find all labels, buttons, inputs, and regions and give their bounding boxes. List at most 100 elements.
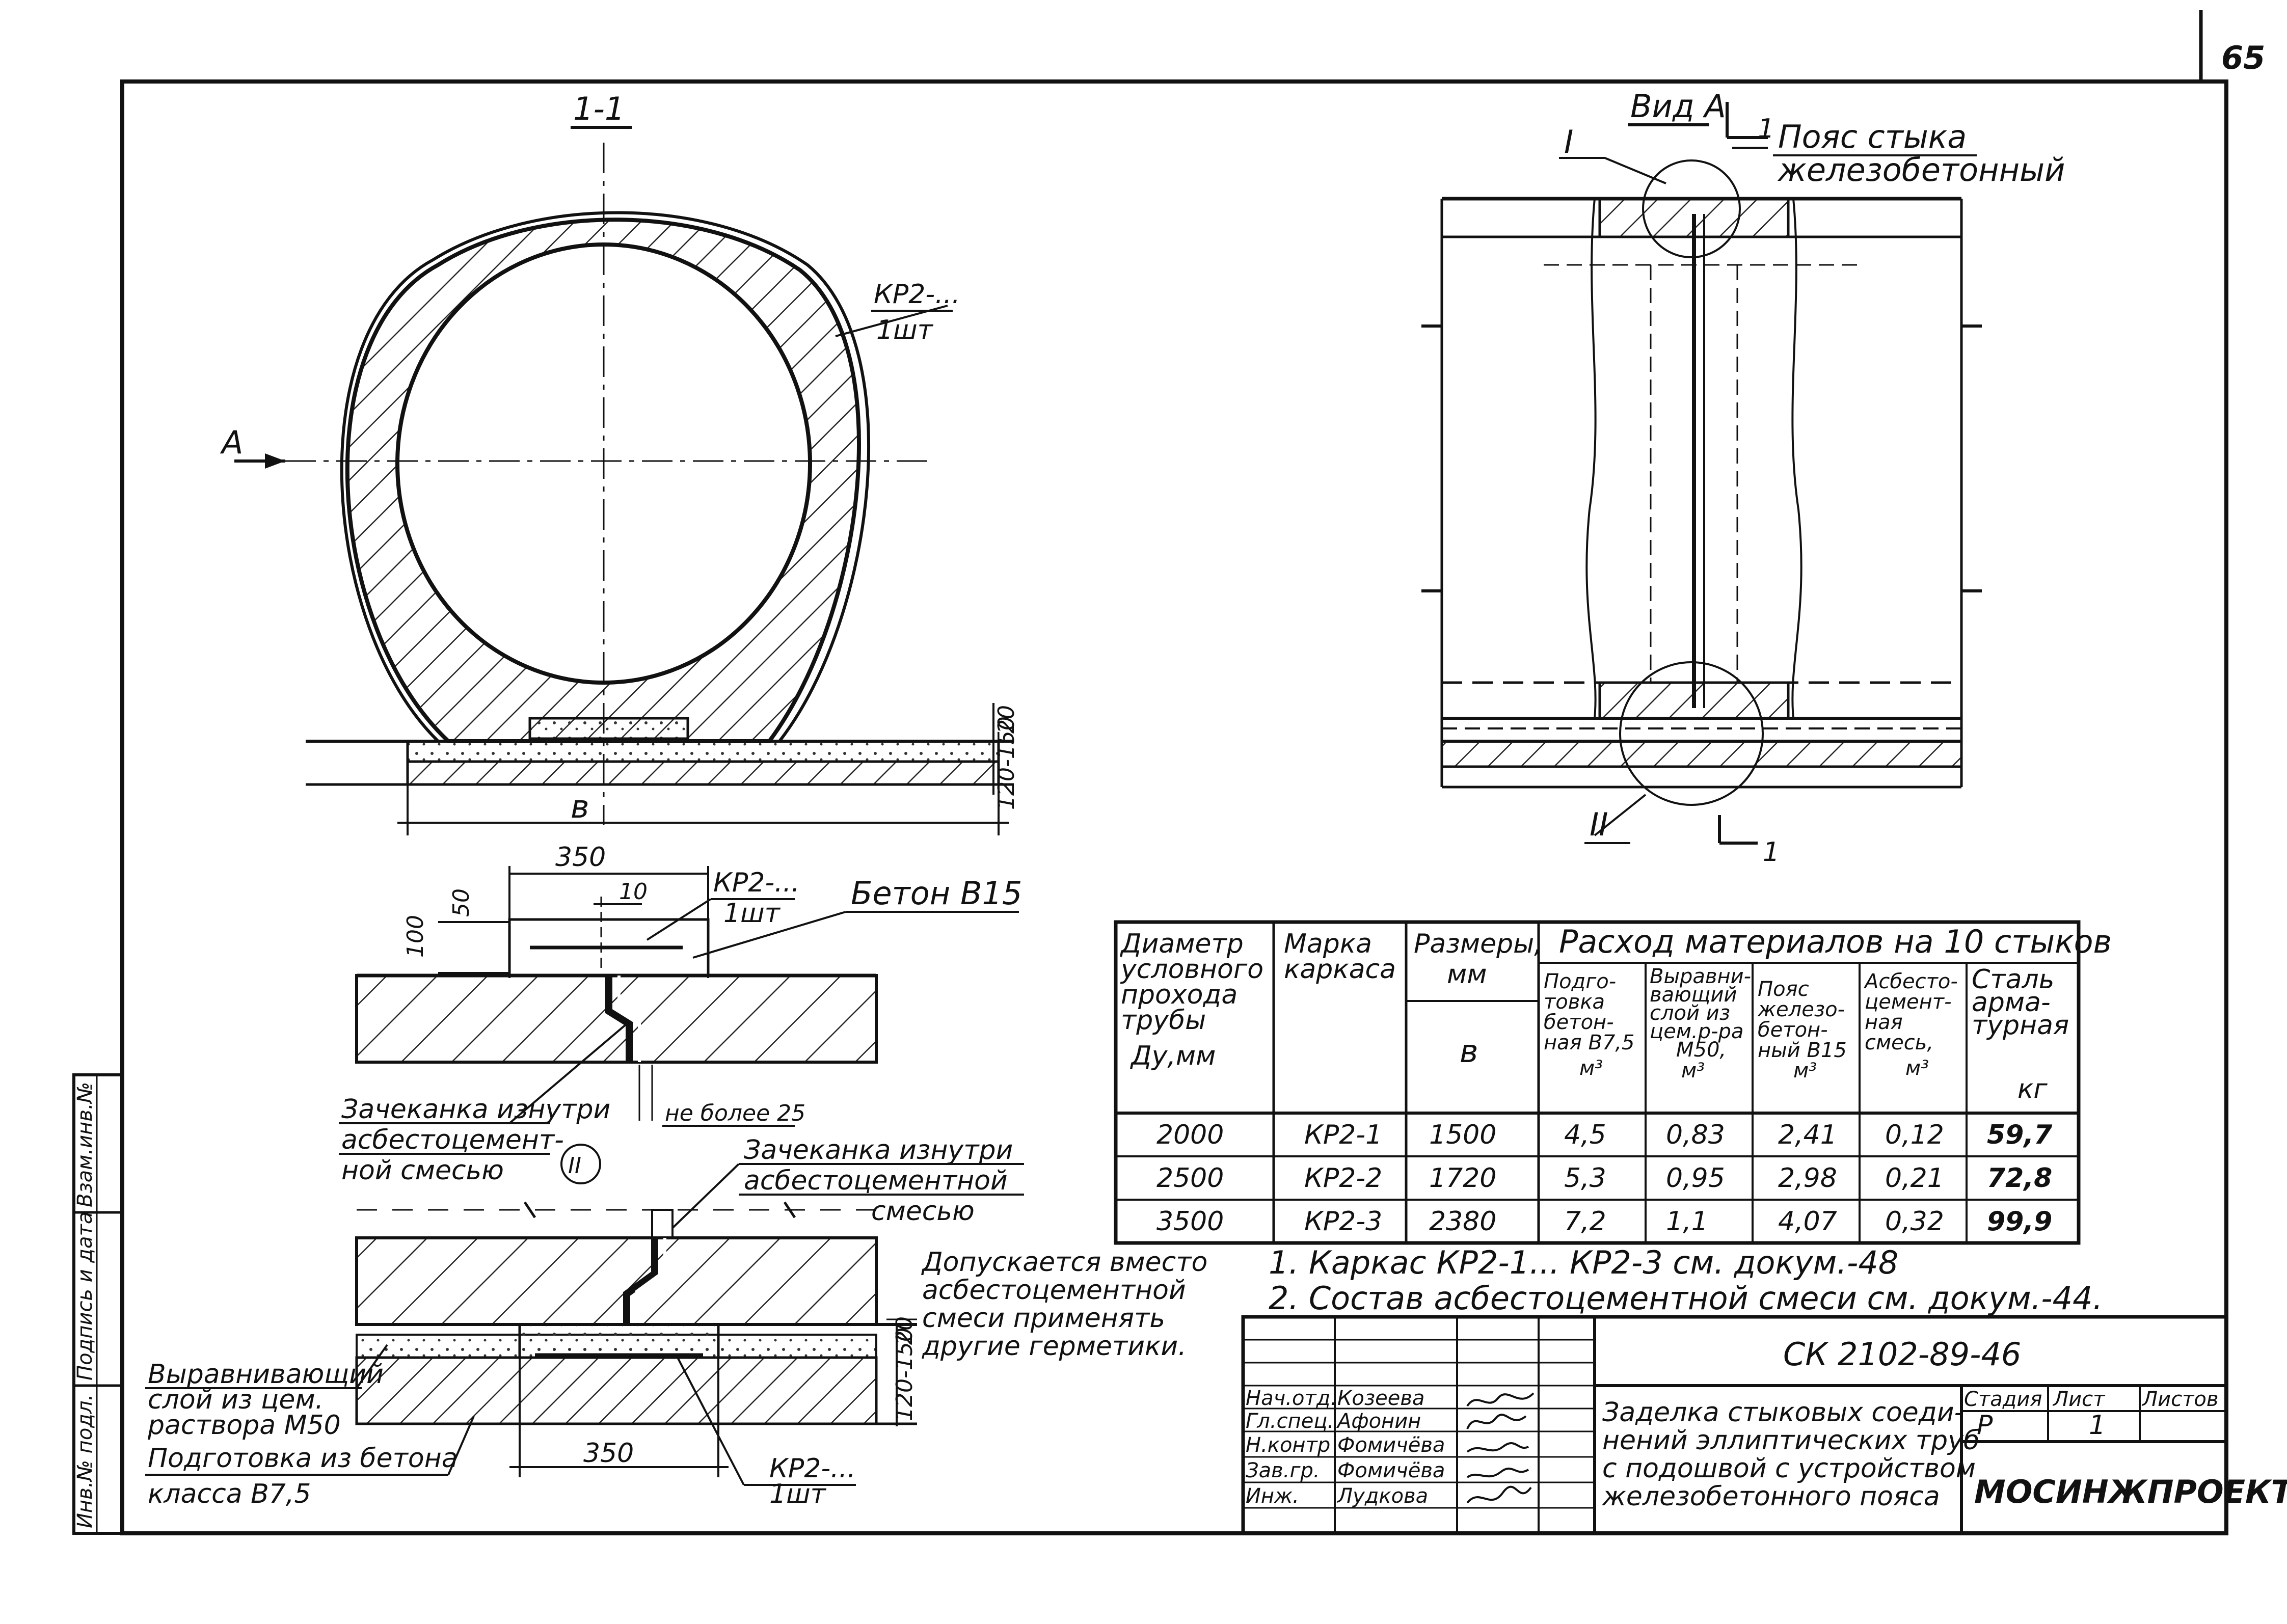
detail2-frame-qty: 1шт: [769, 1479, 827, 1509]
detail2-leveling-2: слой из цем.: [148, 1385, 324, 1415]
svg-text:КР2-1: КР2-1: [1304, 1120, 1382, 1150]
svg-text:кг: кг: [2017, 1074, 2048, 1104]
detail1-gap-label: не более 25: [665, 1100, 805, 1126]
svg-text:2000: 2000: [1156, 1120, 1224, 1150]
section-label: 1-1: [573, 90, 625, 127]
detail1-dim-350: 350: [555, 842, 606, 873]
svg-text:2,98: 2,98: [1778, 1163, 1837, 1194]
th-diameter-1: Диаметр: [1120, 929, 1244, 959]
svg-text:1500: 1500: [1429, 1120, 1496, 1150]
detail1-node-marker: II: [568, 1153, 581, 1179]
svg-text:бетон-: бетон-: [1758, 1018, 1828, 1042]
svg-text:7,2: 7,2: [1564, 1206, 1606, 1237]
svg-text:3500: 3500: [1156, 1206, 1224, 1237]
stamp-title-3: с подошвой с устройством: [1602, 1453, 1976, 1484]
th-mark-2: каркаса: [1284, 954, 1396, 985]
detail2-caulk-2: асбестоцементной: [744, 1166, 1008, 1196]
svg-text:59,7: 59,7: [1987, 1120, 2053, 1150]
alt-note-2: асбестоцементной: [922, 1275, 1186, 1306]
note-2: 2. Состав асбестоцементной смеси см. док…: [1269, 1280, 2103, 1317]
sub-col-5: Сталь арма- турная кг: [1972, 964, 2069, 1104]
svg-text:1,1: 1,1: [1666, 1206, 1708, 1237]
svg-text:2,41: 2,41: [1778, 1120, 1837, 1150]
leveling-layer: [406, 740, 1000, 763]
detail2-belt: [518, 1323, 720, 1359]
svg-text:Подго-: Подго-: [1544, 970, 1616, 993]
svg-text:2380: 2380: [1429, 1206, 1496, 1237]
side-stamp: Инв.№ подл. Подпись и дата Взам.инв.№: [72, 1073, 124, 1535]
th-diameter-5: Ду,мм: [1130, 1041, 1216, 1071]
detail1-caulk-2: асбестоцемент-: [341, 1125, 564, 1155]
detail1-caulk-3: ной смесью: [341, 1155, 504, 1186]
doc-code: СК 2102-89-46: [1783, 1336, 2021, 1373]
svg-text:ная В7,5: ная В7,5: [1544, 1031, 1635, 1054]
detail2-frame-mark: КР2-...: [769, 1453, 856, 1484]
section-frame-callout-mark: КР2-...: [874, 279, 960, 310]
table-row: 2500 КР2-2 1720 5,3 0,95 2,98 0,21 72,8: [1156, 1163, 2052, 1194]
sheet-header: Лист: [2052, 1388, 2106, 1411]
svg-text:ный В15: ный В15: [1758, 1039, 1847, 1062]
detail1-dim-50: 50: [448, 888, 474, 917]
node-II-label: II: [1590, 806, 1608, 843]
svg-text:2500: 2500: [1156, 1163, 1224, 1194]
svg-text:м³: м³: [1905, 1057, 1929, 1080]
svg-text:М50,: М50,: [1676, 1038, 1726, 1062]
sheet-value: 1: [2089, 1410, 2106, 1441]
svg-text:Выравни-: Выравни-: [1650, 965, 1751, 988]
belt-label-2: железобетонный: [1777, 151, 2065, 188]
name-2: Афонин: [1336, 1410, 1421, 1433]
th-mark-1: Марка: [1284, 929, 1372, 959]
table-row: 2000 КР2-1 1500 4,5 0,83 2,41 0,12 59,7: [1156, 1120, 2053, 1150]
svg-text:цемент-: цемент-: [1865, 990, 1952, 1014]
svg-text:м³: м³: [1793, 1059, 1817, 1082]
view-label: Вид А: [1630, 88, 1726, 125]
table-row: 3500 КР2-3 2380 7,2 1,1 4,07 0,32 99,9: [1156, 1206, 2052, 1237]
view-a: Вид А I 1 Пояс стыка железобетонный: [1421, 88, 2065, 868]
svg-text:цем.р-ра: цем.р-ра: [1650, 1020, 1743, 1043]
svg-text:4,5: 4,5: [1564, 1120, 1606, 1150]
detail1-frame-qty: 1шт: [723, 898, 781, 929]
svg-text:0,32: 0,32: [1885, 1206, 1944, 1237]
section-1-1: 1-1 А КР2-... 1шт в 20 120-150: [220, 90, 1019, 835]
svg-text:5,3: 5,3: [1564, 1163, 1606, 1194]
detail2-base-2: класса В7,5: [148, 1479, 311, 1509]
section-dim-120-150: 120-150: [993, 716, 1019, 810]
svg-text:ная: ная: [1865, 1011, 1903, 1034]
th-diameter-2: условного: [1120, 954, 1263, 985]
detail2-leveling-1: Выравнивающий: [148, 1359, 384, 1390]
th-size-2: мм: [1447, 959, 1487, 990]
table-title: Расход материалов на 10 стыков: [1559, 923, 2112, 960]
section-arrow-label: А: [220, 424, 243, 461]
stage-header: Стадия: [1964, 1388, 2042, 1411]
cut-label-bottom: 1: [1763, 837, 1780, 868]
role-4: Зав.гр.: [1246, 1459, 1320, 1482]
svg-text:слой из: слой из: [1650, 1002, 1730, 1025]
reinforcement-cage: [340, 211, 870, 743]
stage-value: Р: [1977, 1410, 1993, 1441]
sheet-number: 65: [2221, 39, 2265, 76]
side-stamp-inv: Инв.№ подл.: [73, 1394, 97, 1528]
alt-note-4: другие герметики.: [922, 1331, 1187, 1362]
role-5: Инж.: [1246, 1484, 1299, 1508]
name-1: Козеева: [1337, 1387, 1424, 1410]
svg-text:м³: м³: [1681, 1059, 1705, 1082]
svg-text:железо-: железо-: [1757, 998, 1845, 1021]
role-1: Нач.отд.: [1246, 1387, 1337, 1410]
side-stamp-sign: Подпись и дата: [73, 1212, 97, 1381]
name-3: Фомичёва: [1337, 1433, 1445, 1457]
sheets-header: Листов: [2141, 1388, 2218, 1411]
svg-text:Асбесто-: Асбесто-: [1863, 970, 1958, 993]
svg-text:1720: 1720: [1429, 1163, 1496, 1194]
detail2-leveling-3: раствора М50: [147, 1410, 341, 1441]
signatures: [1466, 1392, 1535, 1504]
section-width-dim: в: [571, 788, 589, 825]
svg-text:0,83: 0,83: [1666, 1120, 1725, 1150]
detail1-concrete-label: Бетон В15: [851, 875, 1022, 912]
th-size-1: Размеры,: [1414, 929, 1543, 959]
stamp-title-4: железобетонного пояса: [1602, 1481, 1940, 1512]
svg-text:м³: м³: [1579, 1057, 1603, 1080]
detail2-caulk-1: Зачеканка изнутри: [744, 1135, 1013, 1166]
name-5: Лудкова: [1336, 1484, 1428, 1508]
alt-note-3: смеси применять: [922, 1303, 1165, 1334]
role-2: Гл.спец.: [1246, 1410, 1334, 1433]
